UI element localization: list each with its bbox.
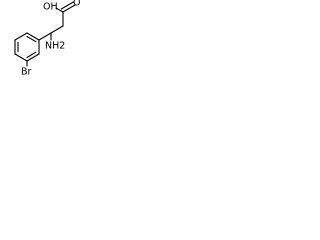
benzene-ring — [14, 32, 40, 62]
carboxyl-oh-label: OH — [43, 2, 58, 13]
ring-double-bond — [26, 51, 37, 59]
bond-ch-to-ch2 — [50, 25, 64, 34]
chemical-structure-diagram: OH O NH2 Br — [14, 0, 80, 78]
bond-c-oh — [55, 7, 64, 13]
bond-carbonyl — [60, 1, 74, 10]
amino-label: NH2 — [45, 41, 65, 52]
bond-carbonyl — [62, 4, 76, 13]
ring-bond — [14, 32, 28, 41]
ring-bond — [26, 53, 40, 62]
ring-bond — [26, 32, 40, 41]
bond-ring-to-ch — [38, 32, 52, 41]
ring-double-bond — [26, 35, 37, 43]
ring-bond — [14, 53, 28, 62]
carbonyl-o-label: O — [73, 0, 80, 9]
bromo-label: Br — [21, 67, 32, 78]
